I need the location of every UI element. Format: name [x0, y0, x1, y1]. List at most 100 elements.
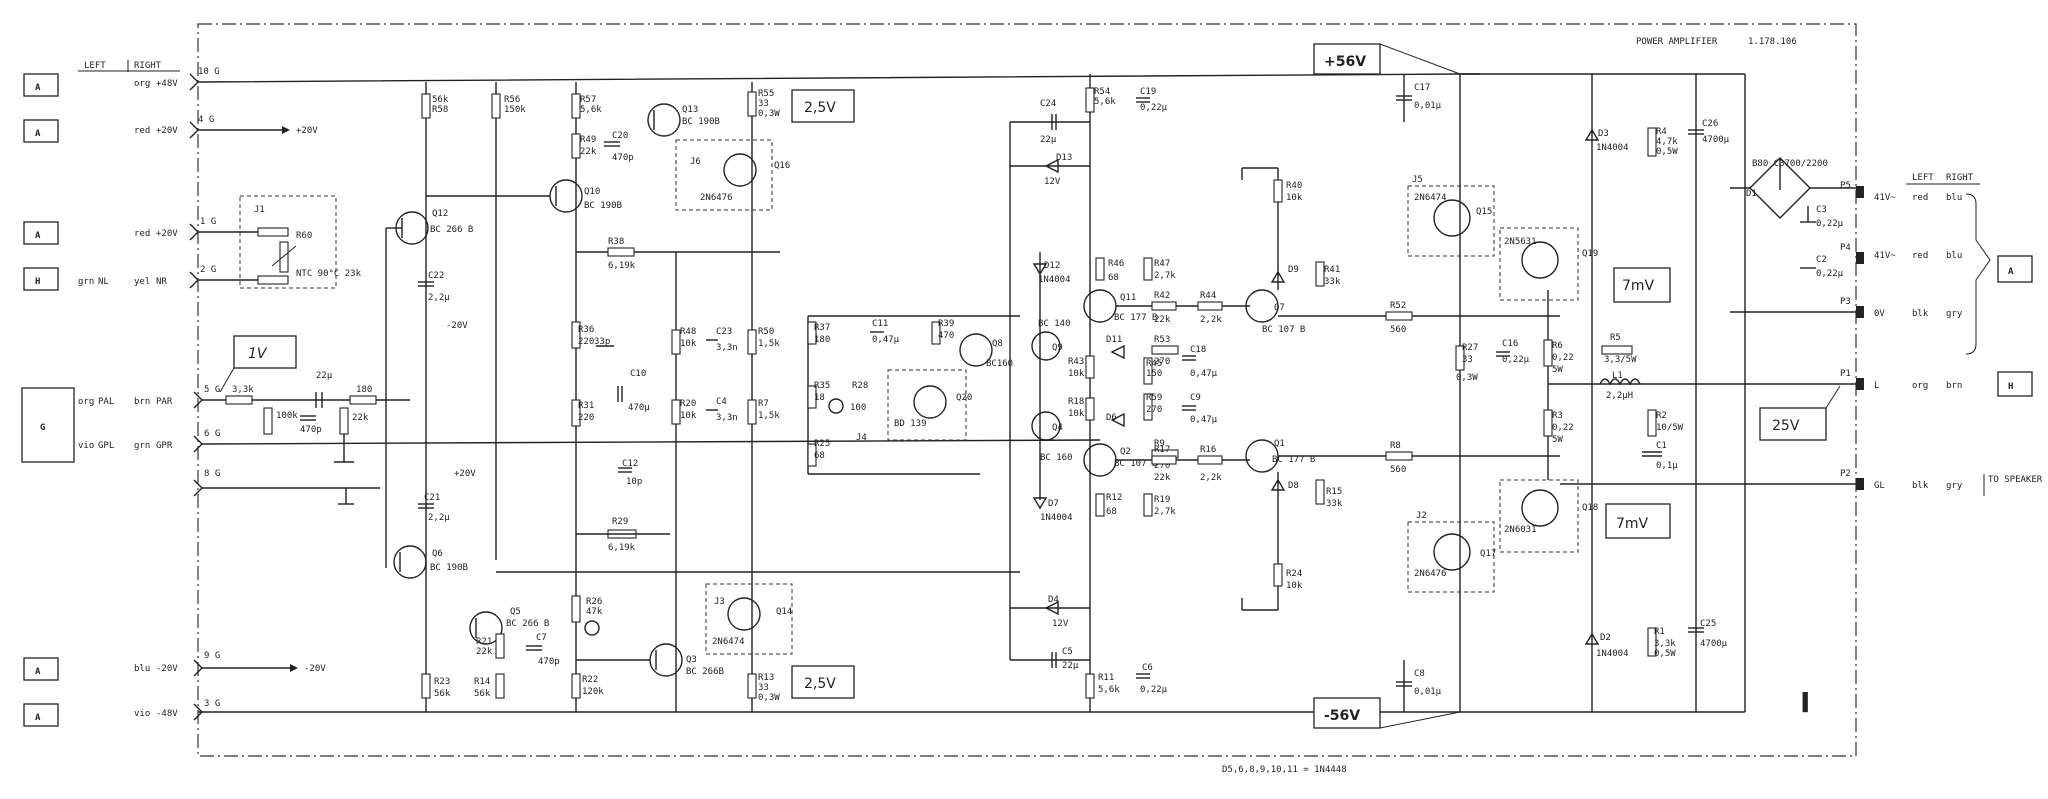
connector-a-20v-b: A red +20V 1 G — [23, 217, 240, 245]
svg-text:Q4: Q4 — [1052, 423, 1063, 433]
svg-text:blk: blk — [1912, 309, 1929, 319]
connector-a-neg48v: A vio -48V 3 G — [23, 699, 220, 727]
svg-text:R48: R48 — [680, 327, 696, 337]
svg-text:10/5W: 10/5W — [1656, 423, 1684, 433]
connector-p4: P4 41V~ red blu — [1840, 243, 1962, 264]
connector-p1: P1 L org brn — [1840, 369, 1962, 391]
svg-text:Q10: Q10 — [584, 187, 600, 197]
svg-text:GL: GL — [1874, 481, 1885, 491]
transistor-q3: Q3 BC 266B — [649, 643, 724, 677]
svg-text:Q15: Q15 — [1476, 207, 1492, 217]
svg-text:Q14: Q14 — [776, 607, 792, 617]
svg-text:R12: R12 — [1106, 493, 1122, 503]
svg-text:C4: C4 — [716, 397, 727, 407]
svg-text:560: 560 — [1390, 325, 1406, 335]
svg-text:R27: R27 — [1462, 343, 1478, 353]
svg-text:P4: P4 — [1840, 243, 1851, 253]
svg-text:2N5631: 2N5631 — [1504, 237, 1537, 247]
svg-text:2N6474: 2N6474 — [1414, 193, 1447, 203]
svg-text:10k: 10k — [1068, 409, 1085, 419]
svg-text:TO SPEAKER SOCKET: TO SPEAKER SOCKET — [1988, 475, 2048, 485]
connector-p3: P3 0V blk gry — [1840, 297, 1963, 319]
svg-text:A: A — [35, 667, 41, 677]
svg-text:org: org — [1912, 381, 1928, 391]
svg-text:H: H — [2008, 382, 2013, 392]
right-header-right: RIGHT — [1946, 173, 1974, 183]
svg-text:red: red — [1912, 251, 1928, 261]
svg-text:Q9: Q9 — [1052, 343, 1063, 353]
svg-text:5 G: 5 G — [204, 385, 220, 395]
svg-text:R17: R17 — [1154, 445, 1170, 455]
svg-text:33k: 33k — [1324, 277, 1341, 287]
svg-text:33: 33 — [1462, 355, 1473, 365]
svg-text:56k: 56k — [432, 95, 449, 105]
transistor-q6: Q6 BC 190B — [393, 545, 468, 579]
svg-text:R49: R49 — [580, 135, 596, 145]
svg-text:R6: R6 — [1552, 341, 1563, 351]
svg-text:1V: 1V — [248, 346, 268, 362]
transistor-q9: BC 140 Q9 — [1031, 319, 1071, 361]
svg-text:R13: R13 — [758, 673, 774, 683]
connector-letter-box — [23, 73, 59, 97]
svg-text:D12: D12 — [1044, 261, 1060, 271]
svg-text:0,3W: 0,3W — [758, 109, 780, 119]
svg-text:56k: 56k — [434, 689, 451, 699]
svg-text:10k: 10k — [1286, 193, 1303, 203]
svg-text:BC 266B: BC 266B — [686, 667, 724, 677]
svg-text:D1: D1 — [1746, 189, 1757, 199]
svg-text:3,3k: 3,3k — [232, 385, 254, 395]
svg-text:2N6474: 2N6474 — [712, 637, 745, 647]
svg-text:Q2: Q2 — [1120, 447, 1131, 457]
svg-text:270: 270 — [1154, 461, 1170, 471]
svg-text:3,3n: 3,3n — [716, 413, 738, 423]
svg-text:R45: R45 — [1146, 359, 1162, 369]
svg-text:Q20: Q20 — [956, 393, 972, 403]
svg-text:R26: R26 — [586, 597, 602, 607]
module-j1 — [239, 195, 337, 289]
svg-text:C2: C2 — [1816, 255, 1827, 265]
svg-text:R44: R44 — [1200, 291, 1216, 301]
svg-text:18: 18 — [814, 393, 825, 403]
svg-text:D13: D13 — [1056, 153, 1072, 163]
svg-text:R52: R52 — [1390, 301, 1406, 311]
svg-text:R23: R23 — [434, 677, 450, 687]
svg-text:-48V: -48V — [156, 709, 178, 719]
svg-text:R7: R7 — [758, 399, 769, 409]
svg-text:R9: R9 — [1154, 439, 1165, 449]
svg-text:R58: R58 — [432, 105, 448, 115]
svg-text:R40: R40 — [1286, 181, 1302, 191]
svg-text:5,6k: 5,6k — [1094, 97, 1116, 107]
svg-text:R14: R14 — [474, 677, 490, 687]
svg-text:C20: C20 — [612, 131, 628, 141]
svg-text:NTC 90°C 23k: NTC 90°C 23k — [296, 269, 362, 279]
svg-text:150k: 150k — [504, 105, 526, 115]
connector-p5: P5 41V~ red blu — [1840, 181, 1962, 203]
svg-text:5W: 5W — [1552, 435, 1563, 445]
svg-text:R54: R54 — [1094, 87, 1110, 97]
svg-text:-20V: -20V — [156, 664, 178, 674]
annotation-minus56v — [1313, 697, 1381, 729]
transistor-q8: Q8 BC160 — [959, 333, 1013, 369]
svg-text:68: 68 — [814, 451, 825, 461]
svg-text:R42: R42 — [1154, 291, 1170, 301]
svg-text:D6: D6 — [1106, 413, 1117, 423]
module-q19 — [1499, 227, 1579, 301]
svg-text:C23: C23 — [716, 327, 732, 337]
module-j5 — [1407, 185, 1495, 257]
module-j4 — [887, 369, 967, 441]
svg-text:560: 560 — [1390, 465, 1406, 475]
right-connector-a — [1997, 255, 2033, 283]
svg-text:22k: 22k — [476, 647, 493, 657]
svg-text:C6: C6 — [1142, 663, 1153, 673]
svg-text:P1: P1 — [1840, 369, 1851, 379]
left-header-right: RIGHT — [134, 61, 162, 71]
svg-text:2N6476: 2N6476 — [700, 193, 733, 203]
svg-text:Q13: Q13 — [682, 105, 698, 115]
svg-text:1N4004: 1N4004 — [1596, 649, 1629, 659]
svg-text:R15: R15 — [1326, 487, 1342, 497]
svg-text:R56: R56 — [504, 95, 520, 105]
svg-text:-56V: -56V — [1324, 708, 1360, 724]
svg-text:22k: 22k — [580, 147, 597, 157]
svg-text:10k: 10k — [1068, 369, 1085, 379]
svg-text:Q1: Q1 — [1274, 439, 1285, 449]
